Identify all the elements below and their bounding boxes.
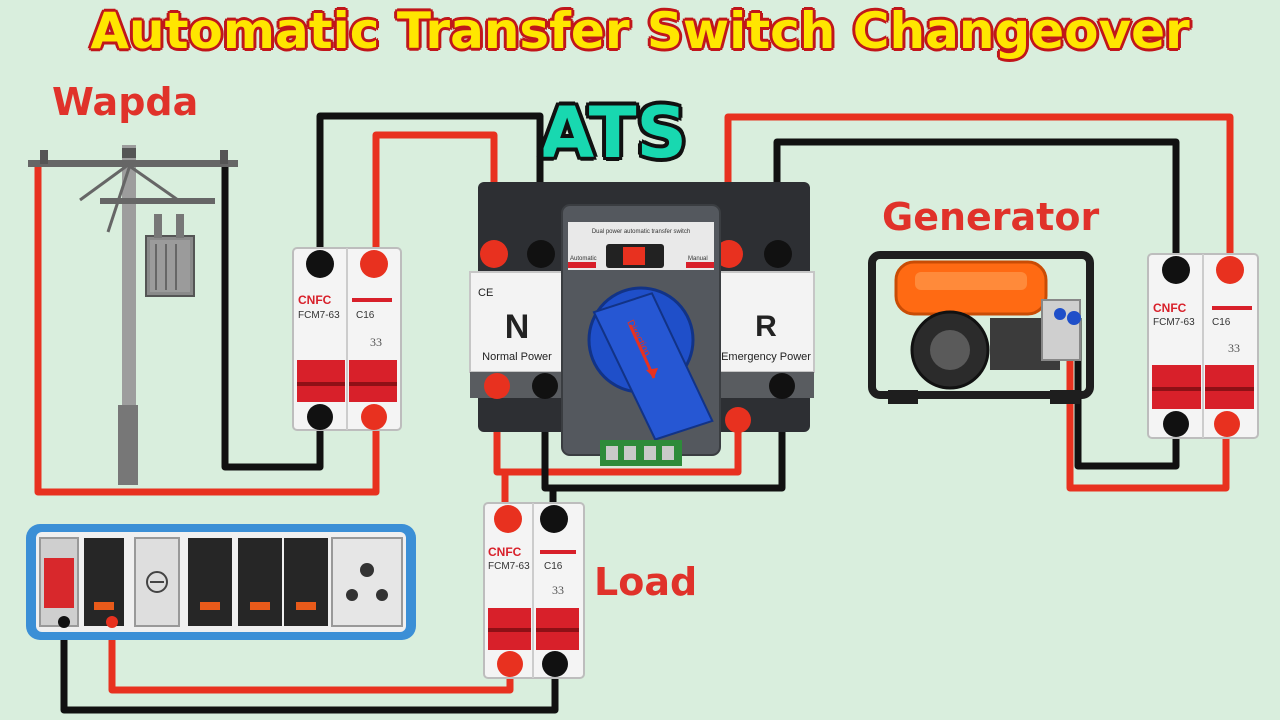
breaker-marking: 33 <box>552 583 564 597</box>
wire-wapda-neutral <box>221 165 324 471</box>
breaker-model: FCM7-63 <box>488 561 530 572</box>
switchboard-icon <box>26 524 416 640</box>
breaker-rating: C16 <box>1212 317 1231 328</box>
socket-icon <box>331 537 403 627</box>
diagram-title: Automatic Transfer Switch Changeover <box>90 2 1190 60</box>
breaker-model: FCM7-63 <box>298 310 340 321</box>
wire-b1-ats-live <box>372 131 498 262</box>
breaker-marking: 33 <box>1228 341 1240 355</box>
ats-unit: Dual power automatic transfer switch Aut… <box>469 182 815 466</box>
breaker-marking: 33 <box>370 335 382 349</box>
ats-auto-label: Automatic <box>570 256 597 262</box>
wire-wapda-live <box>34 165 380 496</box>
ats-normal-text: Normal Power <box>482 351 552 363</box>
breaker-brand: CNFC <box>488 545 522 559</box>
ats-manual-label: Manual <box>688 256 708 262</box>
wire-ats-gen-neutral <box>773 138 1180 268</box>
breaker-brand: CNFC <box>1153 301 1187 315</box>
utility-pole-icon <box>28 145 238 485</box>
ats-heading: ATS <box>540 92 687 174</box>
wire-board-neutral <box>60 625 559 714</box>
label-load: Load <box>594 560 698 604</box>
ats-header-text: Dual power automatic transfer switch <box>592 229 690 235</box>
breaker-model: FCM7-63 <box>1153 317 1195 328</box>
breaker-rating: C16 <box>356 310 375 321</box>
ce-mark: CE <box>478 287 493 299</box>
breaker-rating: C16 <box>544 561 563 572</box>
label-generator: Generator <box>882 195 1100 239</box>
breaker-brand: CNFC <box>298 293 332 307</box>
ats-emergency-text: Emergency Power <box>721 351 811 363</box>
ats-emergency-letter: R <box>755 310 777 343</box>
ats-normal-letter: N <box>505 308 530 346</box>
wire-ats-load-neutral <box>541 385 786 492</box>
breaker-load: CNFC FCM7-63 C16 33 <box>483 502 585 679</box>
breaker-generator: CNFC FCM7-63 C16 33 <box>1147 253 1259 439</box>
fan-switch-icon <box>134 537 180 627</box>
label-wapda: Wapda <box>52 80 199 124</box>
breaker-wapda: CNFC FCM7-63 C16 33 <box>292 247 402 431</box>
generator-icon <box>868 251 1094 404</box>
